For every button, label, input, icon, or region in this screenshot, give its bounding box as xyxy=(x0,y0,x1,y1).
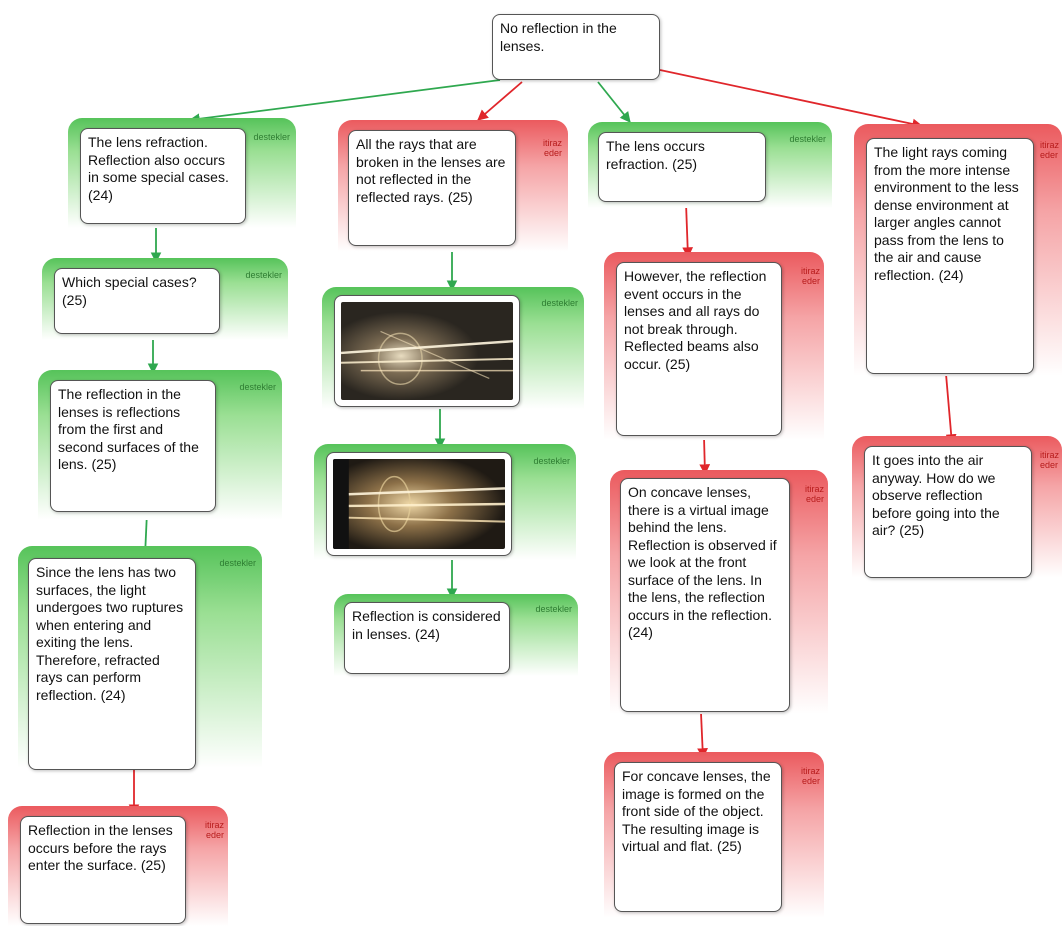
argument-node[interactable]: The reflection in the lenses is reflecti… xyxy=(50,380,216,512)
lens-photo-node[interactable] xyxy=(326,452,512,556)
argument-node[interactable]: Since the lens has two surfaces, the lig… xyxy=(28,558,196,770)
arrow-object xyxy=(682,202,694,259)
objection-tag: itiraz eder xyxy=(800,766,820,786)
support-tag: destekler xyxy=(789,134,826,144)
argument-node[interactable]: However, the reflection event occurs in … xyxy=(616,262,782,436)
objection-tag: itiraz eder xyxy=(542,138,562,158)
objection-tag: itiraz eder xyxy=(804,484,824,504)
arrow-object xyxy=(659,69,924,130)
arrow-object xyxy=(945,373,957,446)
support-tag: destekler xyxy=(219,558,256,568)
argument-node[interactable]: The lens refraction. Reflection also occ… xyxy=(80,128,246,224)
arrow-support xyxy=(597,81,631,123)
support-tag: destekler xyxy=(535,604,572,614)
support-tag: destekler xyxy=(541,298,578,308)
argument-node[interactable]: On concave lenses, there is a virtual im… xyxy=(620,478,790,712)
objection-tag: itiraz eder xyxy=(1040,450,1060,470)
support-tag: destekler xyxy=(245,270,282,280)
argument-node[interactable]: Which special cases? (25) xyxy=(54,268,220,334)
objection-tag: itiraz eder xyxy=(204,820,224,840)
arrow-support xyxy=(188,79,501,125)
argument-node[interactable]: Reflection in the lenses occurs before t… xyxy=(20,816,186,924)
argument-node[interactable]: For concave lenses, the image is formed … xyxy=(614,762,782,912)
support-tag: destekler xyxy=(253,132,290,142)
objection-tag: itiraz eder xyxy=(1040,140,1060,160)
argument-node[interactable]: The light rays coming from the more inte… xyxy=(866,138,1034,374)
lens-light-rays-image xyxy=(341,302,513,400)
arrow-object xyxy=(697,712,708,760)
argument-node[interactable]: Reflection is considered in lenses. (24) xyxy=(344,602,510,674)
support-tag: destekler xyxy=(239,382,276,392)
argument-node[interactable]: It goes into the air anyway. How do we o… xyxy=(864,446,1032,578)
objection-tag: itiraz eder xyxy=(800,266,820,286)
lens-photo-node[interactable] xyxy=(334,295,520,407)
support-tag: destekler xyxy=(533,456,570,466)
arrow-object xyxy=(477,81,523,121)
lens-light-rays-image xyxy=(333,459,505,549)
root-claim[interactable]: No reflection in the lenses. xyxy=(492,14,660,80)
argument-node[interactable]: All the rays that are broken in the lens… xyxy=(348,130,516,246)
arrow-object xyxy=(699,436,711,476)
argument-node[interactable]: The lens occurs refraction. (25) xyxy=(598,132,766,202)
